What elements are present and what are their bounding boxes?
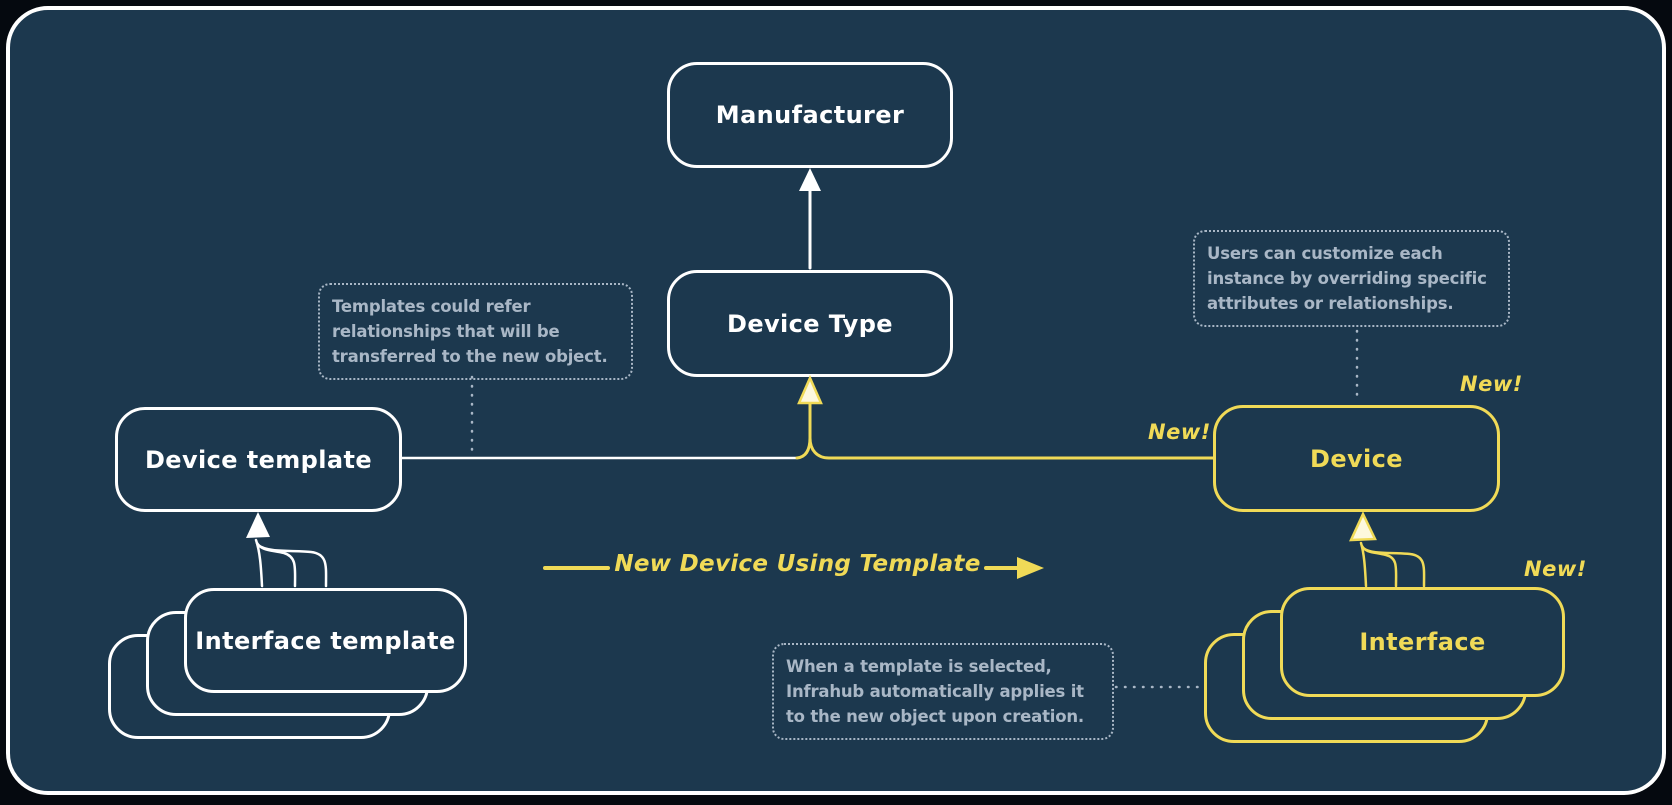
node-interface-label: Interface [1359, 628, 1486, 656]
new-badge-device-link: New! [1148, 420, 1211, 444]
annotation-line: to the new object upon creation. [786, 707, 1084, 726]
node-manufacturer-label: Manufacturer [715, 101, 905, 129]
node-device-type: Device Type [667, 270, 953, 377]
annotation-apply-note: When a template is selected, Infrahub au… [772, 643, 1114, 740]
annotation-line: When a template is selected, [786, 657, 1052, 676]
annotation-line: transferred to the new object. [332, 347, 608, 366]
node-device-template-label: Device template [144, 445, 373, 474]
node-interface-template-label: Interface template [195, 626, 456, 655]
annotation-templates-note: Templates could refer relationships that… [318, 283, 633, 380]
new-badge-device-box: New! [1460, 372, 1523, 396]
node-manufacturer: Manufacturer [667, 62, 953, 168]
node-device-type-label: Device Type [727, 309, 893, 338]
annotation-line: instance by overriding specific [1207, 269, 1487, 288]
flow-arrow-label: New Device Using Template [614, 551, 981, 577]
annotation-line: attributes or relationships. [1207, 294, 1454, 313]
node-device-label: Device [1310, 444, 1403, 473]
node-interface-template: Interface template [184, 588, 467, 693]
node-device: Device [1213, 405, 1500, 512]
annotation-line: Users can customize each [1207, 244, 1443, 263]
annotation-line: relationships that will be [332, 322, 560, 341]
annotation-customize-note: Users can customize each instance by ove… [1193, 230, 1510, 327]
new-badge-interface-box: New! [1524, 557, 1587, 581]
annotation-line: Infrahub automatically applies it [786, 682, 1084, 701]
node-interface: Interface [1280, 587, 1565, 697]
annotation-line: Templates could refer [332, 297, 531, 316]
node-device-template: Device template [115, 407, 402, 512]
